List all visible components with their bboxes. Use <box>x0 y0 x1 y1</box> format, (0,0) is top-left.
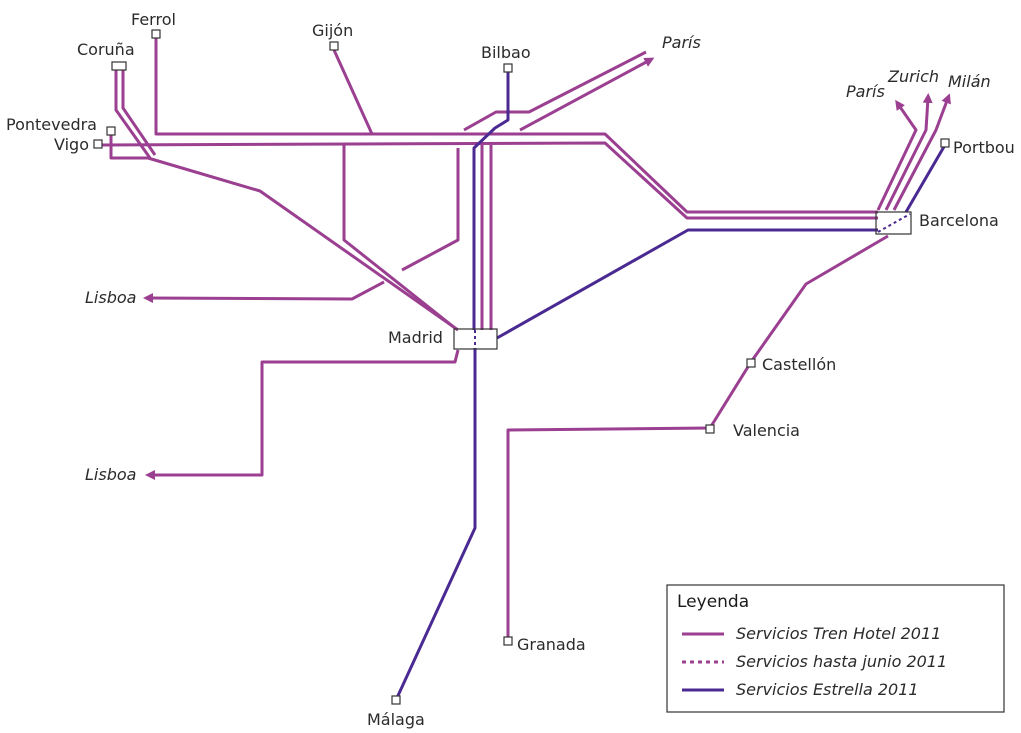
legend-label-tren-hotel: Servicios Tren Hotel 2011 <box>736 624 941 643</box>
route-gijon-madrid-b <box>342 144 456 330</box>
station-markers <box>93 29 950 705</box>
station-granada-marker <box>503 636 513 646</box>
dotted-barcelona <box>877 213 911 233</box>
hasta-junio-routes <box>474 213 911 348</box>
route-gijon-madrid <box>332 49 374 135</box>
route-barcelona-paris <box>876 99 918 211</box>
label-paris-north: París <box>662 33 701 52</box>
label-milan: Milán <box>948 72 991 91</box>
label-coruna: Coruña <box>77 40 135 59</box>
destination-labels: París París Zurich Milán Lisboa Lisboa <box>85 33 991 484</box>
station-valencia-marker <box>705 424 715 434</box>
tren-hotel-routes <box>101 37 951 640</box>
route-barcelona-milan <box>892 93 951 211</box>
station-vigo-marker <box>93 139 103 149</box>
label-pontevedra: Pontevedra <box>6 115 97 134</box>
label-valencia: Valencia <box>733 421 800 440</box>
station-ferrol-marker <box>151 29 161 39</box>
label-vigo: Vigo <box>54 135 89 154</box>
label-ferrol: Ferrol <box>131 10 176 29</box>
route-bilbao-madrid <box>472 70 510 330</box>
barcelona-hub <box>875 211 912 235</box>
label-portbou: Portbou <box>953 138 1015 157</box>
route-lisboa-north <box>401 148 460 272</box>
route-lisboa-north-b <box>143 280 385 304</box>
route-galicia-madrid <box>147 156 459 332</box>
route-valencia-granada <box>506 426 711 640</box>
route-madrid-malaga <box>394 348 477 701</box>
station-pontevedra-marker <box>106 126 116 136</box>
route-barcelona-zurich <box>884 93 933 211</box>
label-barcelona: Barcelona <box>919 211 999 230</box>
route-barcelona-valencia <box>708 234 889 429</box>
station-malaga-marker <box>391 695 401 705</box>
label-lisboa-north: Lisboa <box>85 288 136 307</box>
label-gijon: Gijón <box>312 21 353 40</box>
route-coruna-a <box>114 70 152 159</box>
route-barcelona-portbou <box>904 144 947 213</box>
route-vigo-barcelona <box>101 141 878 220</box>
route-paris-north-a <box>463 50 647 132</box>
station-labels: Ferrol Coruña Gijón Bilbao Pontevedra Vi… <box>6 10 1015 729</box>
label-granada: Granada <box>517 635 586 654</box>
route-lisboa-south <box>145 349 460 480</box>
label-bilbao: Bilbao <box>481 43 531 62</box>
label-malaga: Málaga <box>367 710 425 729</box>
label-madrid: Madrid <box>388 328 443 347</box>
station-coruna-marker <box>111 61 127 71</box>
label-zurich: Zurich <box>887 67 939 86</box>
legend-label-hasta-junio: Servicios hasta junio 2011 <box>736 652 947 671</box>
label-paris-east: París <box>846 82 885 101</box>
estrella-routes <box>394 70 947 701</box>
route-ferrol-barcelona <box>154 37 878 214</box>
station-bilbao-marker <box>503 63 513 73</box>
route-paris-north-b <box>519 57 655 132</box>
station-gijon-marker <box>329 41 339 51</box>
station-castellon-marker <box>746 358 756 368</box>
label-lisboa-south: Lisboa <box>85 465 136 484</box>
legend: Leyenda Servicios Tren Hotel 2011 Servic… <box>666 584 1005 713</box>
station-portbou-marker <box>940 138 950 148</box>
legend-title: Leyenda <box>677 592 749 612</box>
legend-label-estrella: Servicios Estrella 2011 <box>736 680 919 699</box>
madrid-hub <box>453 328 498 350</box>
route-coruna-b <box>121 70 157 156</box>
route-pontevedra-link <box>109 132 148 160</box>
label-castellon: Castellón <box>762 355 836 374</box>
route-madrid-barcelona <box>496 228 878 340</box>
